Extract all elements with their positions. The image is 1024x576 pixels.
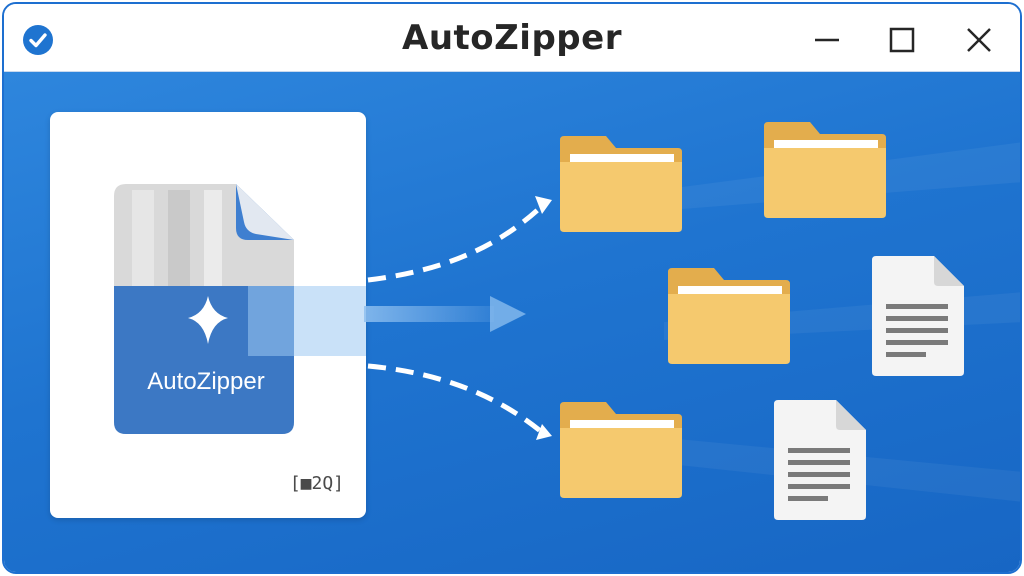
check-circle-icon [23,25,53,55]
window-title: AutoZipper [402,18,622,58]
flow-graphic [114,122,964,520]
document-icon[interactable] [774,400,866,520]
dashed-arrow-up [367,202,546,283]
document-icon[interactable] [872,256,964,376]
arrowhead-down-icon [536,424,552,440]
folder-icon[interactable] [668,268,790,364]
beam-shaft [364,306,494,322]
zip-file-icon [114,184,294,434]
folder-icon[interactable] [764,122,886,218]
beam-glow [248,286,366,356]
arrow-right-icon [490,296,526,332]
close-icon [967,28,991,52]
archive-footer-code: [■2Q] [289,473,344,494]
minimize-icon [815,38,839,42]
minimize-button[interactable] [807,20,847,60]
arrowhead-up-icon [535,196,552,214]
maximize-button[interactable] [882,20,922,60]
archive-label: AutoZipper [147,368,265,395]
folder-icon[interactable] [560,402,682,498]
main-illustration: [■2Q] [4,72,1020,572]
dashed-arrow-down [367,363,546,436]
folder-icon[interactable] [560,136,682,232]
maximize-icon [889,27,915,53]
title-bar: AutoZipper [4,4,1020,72]
close-button[interactable] [959,20,999,60]
